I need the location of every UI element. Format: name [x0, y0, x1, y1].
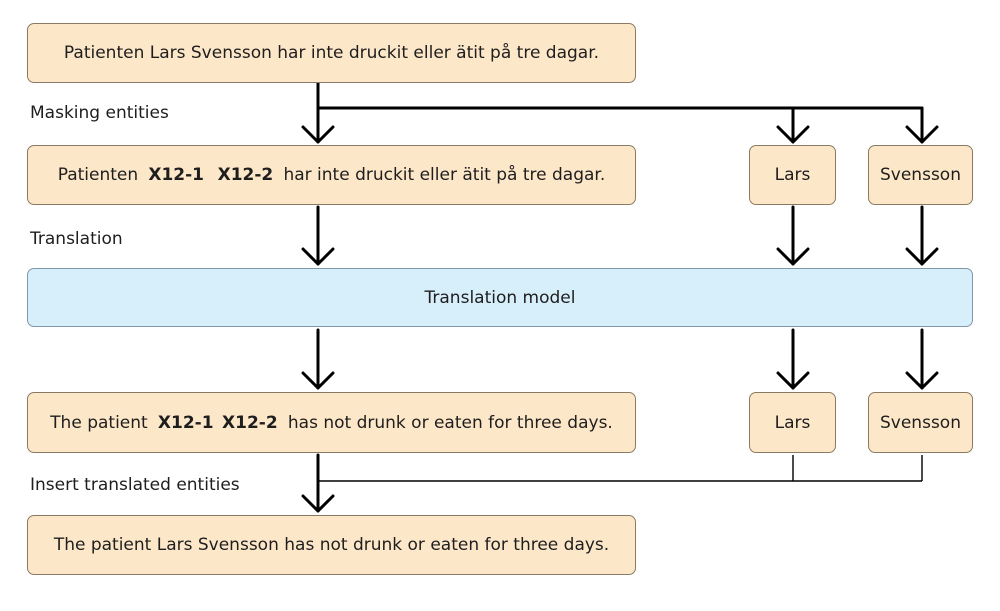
source-entity-box-lars: Lars [749, 145, 836, 205]
source-entity-svensson: Svensson [880, 165, 961, 185]
arrowhead-svensson-2 [905, 371, 939, 390]
arrowhead-lars-1 [776, 125, 810, 144]
translated-entity-box-svensson: Svensson [868, 392, 973, 453]
source-entity-box-svensson: Svensson [868, 145, 973, 205]
arrowhead-final [301, 494, 335, 513]
translation-model-label: Translation model [424, 287, 576, 308]
translated-suffix: has not drunk or eaten for three days. [287, 412, 613, 433]
arrowhead-model-3 [905, 247, 939, 266]
arrowhead-masked [301, 125, 335, 144]
arrowhead-lars-2 [776, 371, 810, 390]
translated-entity-lars: Lars [774, 412, 811, 433]
final-sentence-text: The patient Lars Svensson has not drunk … [53, 535, 610, 555]
arrowhead-translated [301, 371, 335, 390]
masked-sentence-box: Patienten X12-1 X12-2 har inte druckit elle… [27, 145, 636, 205]
masked-prefix: Patienten [57, 165, 139, 185]
arrowhead-svensson-1 [905, 125, 939, 144]
arrowhead-model-2 [776, 247, 810, 266]
step-label-translation: Translation [30, 229, 123, 249]
translated-mask-token-1: X12-1 [157, 412, 214, 433]
translated-mask-token-2: X12-2 [222, 412, 278, 433]
mask-token-2: X12-2 [217, 165, 274, 185]
source-sentence-box: Patienten Lars Svensson har inte druckit… [27, 23, 636, 83]
final-sentence-box: The patient Lars Svensson has not drunk … [27, 515, 636, 575]
translated-prefix: The patient [50, 412, 148, 433]
step-label-insert: Insert translated entities [30, 475, 240, 495]
translated-entity-svensson: Svensson [880, 412, 961, 433]
translated-sentence-box: The patient X12-1 X12-2 has not drunk or ea… [27, 392, 636, 453]
mask-token-1: X12-1 [148, 165, 205, 185]
step-label-masking: Masking entities [30, 103, 169, 123]
translation-model-box: Translation model [27, 268, 973, 327]
arrowhead-model-1 [301, 247, 335, 266]
translated-entity-box-lars: Lars [749, 392, 836, 453]
masked-suffix: har inte druckit eller ätit på tre dagar… [283, 165, 606, 185]
source-sentence-text: Patienten Lars Svensson har inte druckit… [63, 43, 600, 63]
source-entity-lars: Lars [774, 165, 811, 185]
